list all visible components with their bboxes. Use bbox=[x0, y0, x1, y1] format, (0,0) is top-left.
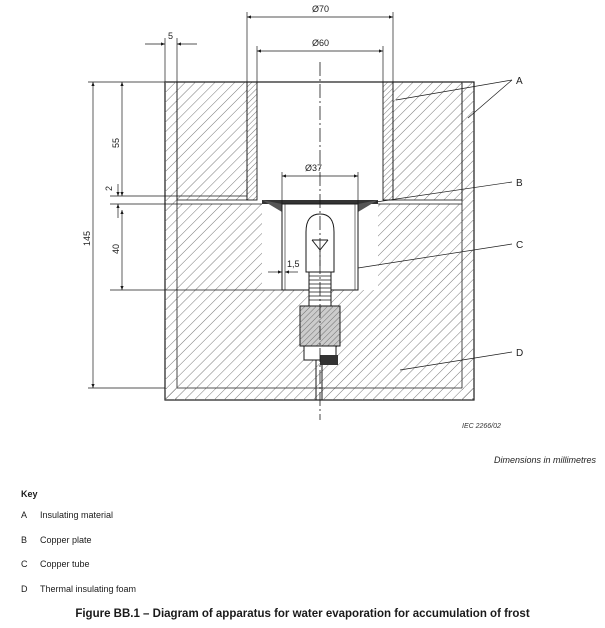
key-list: A Insulating material B Copper plate C Copp… bbox=[21, 510, 136, 608]
key-item: A Insulating material bbox=[21, 510, 136, 535]
dim-wall: 5 bbox=[168, 31, 173, 41]
key-letter: D bbox=[21, 583, 28, 594]
callout-d: D bbox=[516, 348, 523, 359]
dim-tube-depth: 40 bbox=[111, 244, 121, 254]
key-letter: B bbox=[21, 534, 28, 545]
upper-insulation bbox=[176, 81, 463, 201]
key-item: B Copper plate bbox=[21, 535, 136, 560]
leader-lines bbox=[357, 79, 513, 371]
key-text: Copper tube bbox=[40, 559, 90, 569]
dim-outer-diameter: Ø70 bbox=[312, 4, 329, 14]
key-title: Key bbox=[21, 489, 38, 499]
callout-c: C bbox=[516, 240, 523, 251]
units-note: Dimensions in millimetres bbox=[493, 455, 596, 465]
key-text: Copper plate bbox=[40, 534, 92, 545]
figure-caption: Figure BB.1 – Diagram of apparatus for w… bbox=[75, 608, 530, 620]
key-letter: C bbox=[21, 559, 28, 569]
key-item: D Thermal insulating foam bbox=[21, 584, 136, 609]
callout-a: A bbox=[516, 76, 523, 87]
dim-tube-diameter: Ø37 bbox=[305, 163, 322, 173]
dim-upper-depth: 55 bbox=[111, 138, 121, 148]
figure-reference: IEC 2266/02 bbox=[462, 423, 501, 430]
dim-tube-wall: 1,5 bbox=[287, 259, 300, 269]
dim-plate-gap: 2 bbox=[104, 186, 114, 191]
callout-b: B bbox=[516, 178, 523, 189]
dim-inner-diameter: Ø60 bbox=[312, 38, 329, 48]
dim-total-height: 145 bbox=[82, 231, 92, 246]
key-text: Insulating material bbox=[40, 510, 114, 520]
key-letter: A bbox=[21, 510, 28, 520]
key-text: Thermal insulating foam bbox=[40, 583, 137, 594]
dimension-lines bbox=[88, 12, 394, 389]
key-item: C Copper tube bbox=[21, 559, 136, 584]
